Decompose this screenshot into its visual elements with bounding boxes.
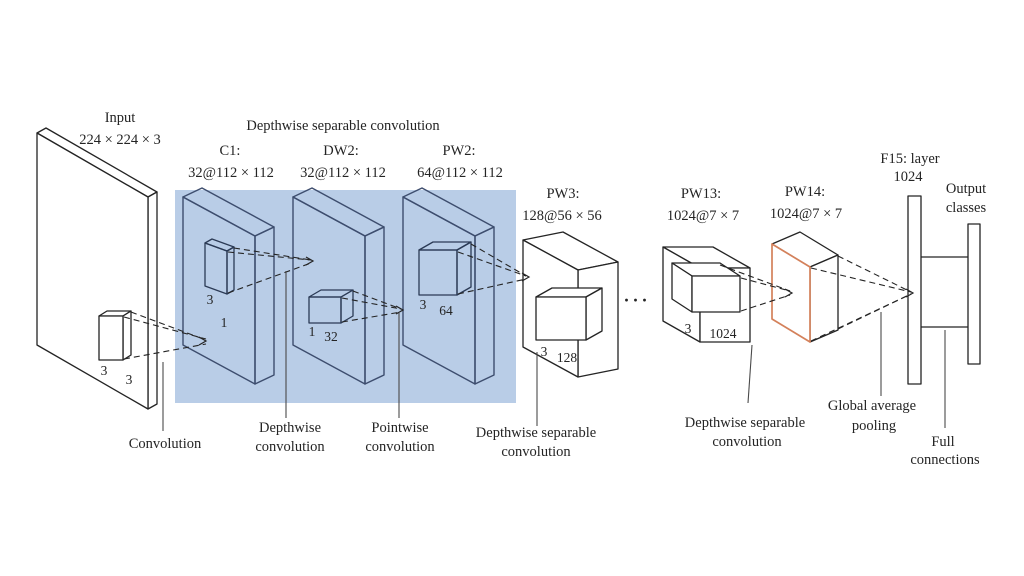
pw14-block (771, 231, 839, 343)
dw2-dims: 32@112 × 112 (300, 165, 386, 181)
pw13-dims: 1024@7 × 7 (667, 208, 739, 224)
arrowhead-dw2 (305, 256, 315, 266)
input-kernel-front (98, 315, 124, 361)
input-label: Input (105, 110, 136, 126)
dsc-right-label-2: convolution (712, 434, 782, 450)
dash-pw2-pw3-b (470, 243, 527, 277)
dsc-header: Depthwise separable convolution (246, 118, 440, 134)
pw13-block (662, 246, 751, 343)
dash-pw2-pw3-a (457, 251, 527, 277)
c1-name: C1: (220, 143, 241, 159)
f15-bar (907, 195, 922, 385)
input-k2: 3 (126, 372, 133, 387)
dw2-k1: 1 (309, 324, 316, 339)
fc-label-1: Full (931, 434, 954, 450)
pw2-k1: 3 (420, 297, 427, 312)
input-k1: 3 (101, 363, 108, 378)
dash-pw14-f15-d (837, 293, 912, 330)
pw3-dims: 128@56 × 56 (522, 208, 602, 224)
dsc-right-label-1: Depthwise separable (685, 415, 805, 431)
pointwise-label-1: Pointwise (371, 420, 428, 436)
arrowhead-pw3 (521, 272, 531, 282)
c1-kernel (204, 238, 235, 295)
pw3-k2: 128 (557, 350, 578, 365)
dw2-kernel-front (308, 296, 342, 324)
pw14-name: PW14: (785, 184, 825, 200)
gap-label-1: Global average (828, 398, 916, 414)
dash-pw13-pw14-a (740, 277, 791, 292)
convolution-label: Convolution (129, 436, 202, 452)
pw14-dims: 1024@7 × 7 (770, 206, 842, 222)
arrowhead-f15 (905, 288, 915, 298)
dsc-right-pointer (747, 344, 753, 404)
c1-k2: 1 (221, 315, 228, 330)
pw2-slab-front (402, 196, 476, 385)
input-dims: 224 × 224 × 3 (79, 132, 161, 148)
depthwise-label-1: Depthwise (259, 420, 321, 436)
input-slab-side (147, 191, 158, 410)
pw13-k1: 3 (685, 321, 692, 336)
dash-pw2-pw3-c (457, 278, 527, 295)
arrowhead-c1 (198, 336, 208, 346)
input-layer-shape (36, 127, 158, 410)
dsc-mid-label-2: convolution (501, 444, 571, 460)
pw2-name: PW2: (442, 143, 475, 159)
input-kernel (98, 310, 132, 361)
pw2-slab (402, 187, 495, 385)
c1-k1: 3 (207, 292, 214, 307)
output-label-1: Output (946, 181, 986, 197)
pw2-dims: 64@112 × 112 (417, 165, 503, 181)
c1-slab (182, 187, 275, 385)
dash-c1-dw2-b (233, 247, 312, 261)
pw3-k1: 3 (541, 344, 548, 359)
pw3-cube-side (585, 287, 603, 341)
dash-pw13-pw14-b (719, 264, 791, 292)
highlight-region (175, 190, 516, 403)
gap-label-2: pooling (852, 418, 896, 434)
dw2-name: DW2: (323, 143, 358, 159)
c1-dims: 32@112 × 112 (188, 165, 274, 181)
depthwise-label-2: convolution (255, 439, 325, 455)
dw2-kernel (308, 289, 354, 324)
pw2-k2: 64 (439, 303, 453, 318)
f15-dims: 1024 (894, 169, 924, 185)
output-label-2: classes (946, 200, 987, 216)
dash-c1-dw2-c (227, 262, 312, 294)
dash-pw14-f15-a (810, 267, 912, 293)
pw13-name: PW13: (681, 186, 721, 202)
projection-dashes (123, 243, 915, 360)
dsc-mid-label-1: Depthwise separable (476, 425, 596, 441)
dash-input-c1-b (130, 311, 207, 341)
dash-c1-dw2-a (227, 251, 312, 261)
pw3-block (522, 231, 619, 378)
output-bar (967, 223, 981, 365)
pw3-cube-front (535, 296, 587, 341)
pointwise-label-2: convolution (365, 439, 435, 455)
pw14-side (809, 254, 839, 343)
dw2-slab (292, 187, 385, 385)
ellipsis: ··· (623, 290, 650, 310)
arrowhead-pw14 (784, 288, 794, 298)
input-slab-front (36, 132, 149, 410)
dash-pw13-pw14-c (740, 294, 791, 312)
pw13-cube-front (691, 275, 741, 313)
dash-dw2-pw2-b (352, 290, 402, 310)
pw2-kernel (418, 241, 472, 296)
c1-slab-front (182, 196, 256, 385)
dw2-slab-front (292, 196, 366, 385)
c1-kernel-front (204, 242, 228, 295)
dash-input-c1-c (123, 343, 207, 360)
arrowhead-pw2 (395, 305, 405, 315)
pw13-k2: 1024 (710, 326, 737, 341)
dw2-k2: 32 (324, 329, 338, 344)
pw2-kernel-front (418, 249, 458, 296)
dash-pw14-f15-b (837, 255, 912, 293)
f15-name: F15: layer (880, 151, 939, 167)
pw3-name: PW3: (546, 186, 579, 202)
fc-label-2: connections (910, 452, 980, 468)
dash-dw2-pw2-a (341, 297, 402, 310)
